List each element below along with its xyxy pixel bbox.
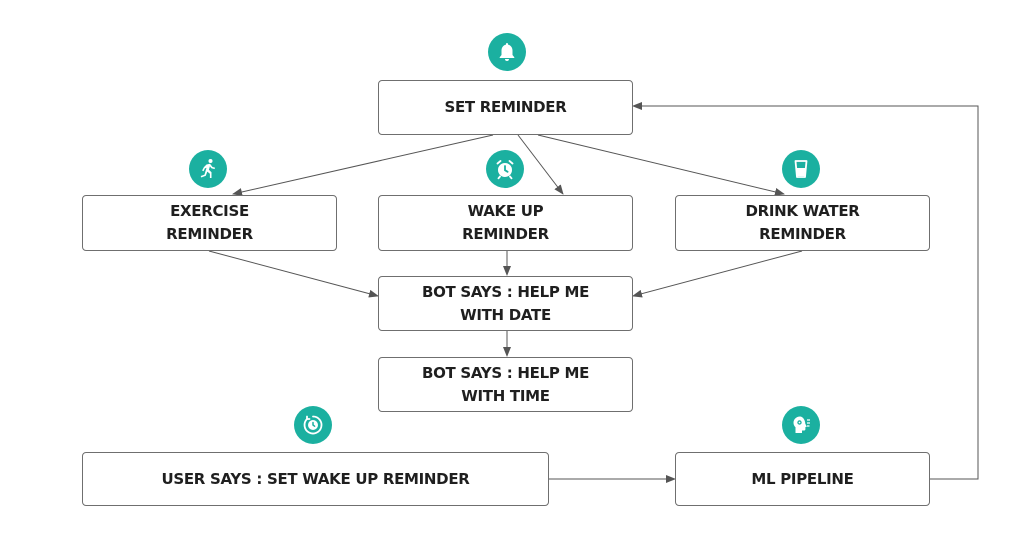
arrow-set-to-drink [537,134,785,196]
water-glass-icon [782,150,820,188]
ml-pipeline-node: ML PIPELINE [675,452,930,506]
ai-head-icon [782,406,820,444]
timer-icon [294,406,332,444]
drink-water-reminder-node: DRINK WATER REMINDER [675,195,930,251]
exercise-reminder-node: EXERCISE REMINDER [82,195,337,251]
arrow-exercise-to-date [208,250,379,298]
bell-icon [488,33,526,71]
set-reminder-node: SET REMINDER [378,80,633,135]
user-says-node: USER SAYS : SET WAKE UP REMINDER [82,452,549,506]
help-date-node: BOT SAYS : HELP ME WITH DATE [378,276,633,331]
help-time-node: BOT SAYS : HELP ME WITH TIME [378,357,633,412]
running-person-icon [189,150,227,188]
arrow-drink-to-date [632,250,803,298]
alarm-clock-icon [486,150,524,188]
arrow-set-to-exercise [232,134,494,196]
wake-up-reminder-node: WAKE UP REMINDER [378,195,633,251]
arrow-set-to-wakeup [517,134,564,195]
arrow-ml-to-set [632,102,979,480]
